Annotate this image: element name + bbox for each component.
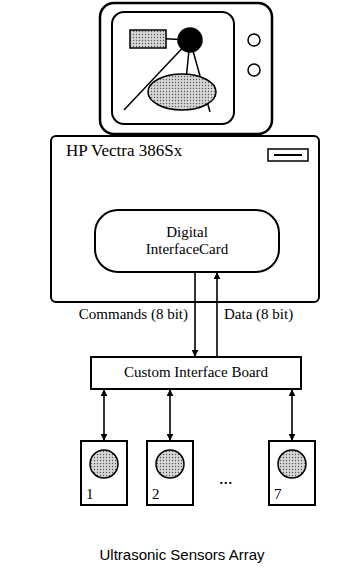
box-label: Digital InterfaceCard (132, 224, 242, 259)
monitor-screen (112, 12, 234, 124)
transducer (90, 450, 118, 478)
monitor-housing (100, 3, 272, 134)
sensor-number: 7 (274, 486, 282, 503)
signal-label: Data (8 bit) (224, 306, 293, 323)
connector-arrow (194, 273, 196, 356)
connector-arrow (216, 273, 218, 356)
disk-slot (268, 149, 308, 161)
sensor-number: 2 (152, 486, 160, 503)
transducer (156, 450, 184, 478)
computer-box: HP Vectra 386SxDigital InterfaceCard (50, 135, 320, 303)
array-caption: Ultrasonic Sensors Array (99, 546, 264, 563)
connector-arrow (169, 390, 171, 440)
interface-card: Digital InterfaceCard (94, 209, 280, 273)
monitor-knob (248, 34, 260, 46)
interface-board: Custom Interface Board (90, 356, 302, 390)
sensor-box: 7 (268, 440, 316, 506)
disk-slot (274, 154, 302, 156)
signal-label: Commands (8 bit) (79, 306, 188, 323)
sensor-box: 2 (146, 440, 194, 506)
connector-arrow (291, 390, 293, 440)
sensor-box: 1 (80, 440, 128, 506)
box-label: Custom Interface Board (124, 364, 268, 381)
transducer (278, 450, 306, 478)
ellipsis: ... (219, 468, 233, 489)
sensor-number: 1 (86, 486, 94, 503)
monitor-knob (248, 64, 260, 76)
connector-arrow (103, 390, 105, 440)
box-label: HP Vectra 386Sx (66, 141, 182, 161)
screen-drawing (124, 28, 216, 112)
